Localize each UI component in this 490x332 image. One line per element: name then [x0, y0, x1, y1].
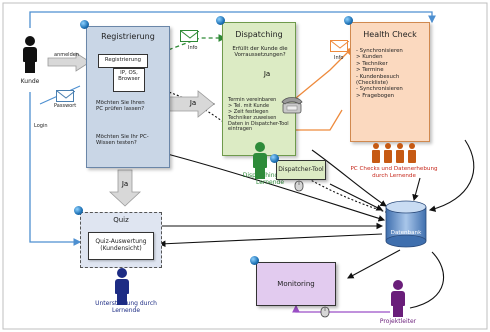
db-loop-connector: [409, 251, 445, 309]
dispatchtool-db-connector: [329, 183, 383, 211]
envelope-icon: [56, 90, 75, 102]
globe-icon: [250, 256, 259, 265]
telephone-icon: [281, 97, 303, 114]
mouse-icon: [294, 180, 304, 192]
lernende-orange-group: [372, 143, 416, 163]
dispatching-steps: Termin vereinbaren > Tel. mit Kunde > Ze…: [228, 97, 289, 133]
reg-db-connector: [151, 149, 386, 222]
dispatch-db-connector: [311, 149, 387, 207]
db-monitoring-connector: [347, 249, 401, 279]
outer-frame: [2, 2, 488, 330]
kunde-figure: [20, 36, 40, 76]
kunde-label: Kunde: [20, 78, 40, 85]
registrierung-fields-box: [113, 68, 145, 92]
purple-connector: [292, 304, 390, 313]
registrierung-fields: IP, OS, Browser: [118, 70, 140, 83]
quiz-inner-label: Quiz-Auswertung (Kundensicht): [95, 238, 147, 253]
globe-icon: [216, 16, 225, 25]
envelope-icon: [330, 40, 349, 52]
registrierung-question-1: Möchten Sie Ihren PC prüfen lassen?: [96, 100, 145, 113]
globe-icon: [80, 20, 89, 29]
anmelden-block-arrow: [47, 52, 91, 72]
quiz-inner-box: [88, 232, 154, 260]
health-check-node: [350, 22, 430, 142]
blue-top-connector: [29, 11, 436, 28]
health-db-curve: [428, 139, 475, 212]
health-db-connector: [412, 177, 421, 202]
orange-connector-2: [296, 109, 343, 131]
ja-label-down: Ja: [121, 180, 129, 188]
registrierung-inner-label: Registrierung: [104, 57, 142, 63]
passwort-label: Passwort: [54, 103, 77, 109]
projektleiter-label: Projektleiter: [379, 318, 417, 325]
registrierung-title: Registrierung: [101, 32, 155, 41]
blue-login-connector: [29, 92, 82, 246]
dispatcher-tool-node: [276, 160, 326, 180]
info-dispatch-label: Info: [188, 45, 198, 51]
anmelden-label: anmelden: [54, 52, 79, 58]
health-check-title: Health Check: [363, 30, 417, 39]
globe-icon: [74, 206, 83, 215]
lernende-blue-figure: [112, 268, 132, 306]
dispatching-node: [222, 22, 296, 156]
mouse-icon: [320, 306, 330, 318]
registrierung-node: [86, 26, 170, 168]
projektleiter-figure: [388, 280, 408, 318]
globe-icon: [270, 154, 279, 163]
quiz-caption: Unterstützung durch Lernende: [95, 300, 157, 315]
ja-label-right: Ja: [189, 99, 197, 107]
monitoring-node: [256, 262, 336, 306]
registrierung-inner-box: [98, 54, 148, 68]
dispatching-ja-label: Ja: [263, 70, 271, 78]
ja-block-arrow-right: [167, 90, 215, 118]
globe-icon: [344, 16, 353, 25]
envelope-icon: [180, 30, 199, 42]
dispatching-question: Erfüllt der Kunde die Vorraussetzungen?: [232, 46, 288, 59]
ja-block-arrow-down: [108, 169, 142, 207]
lernende-green-figure: [250, 142, 270, 180]
dispatching-title: Dispatching: [235, 30, 283, 39]
quiz-title: Quiz: [113, 216, 129, 224]
info-health-label: Info: [334, 55, 344, 61]
health-check-items: - Synchronisieren > Kunden > Techniker >…: [356, 48, 403, 99]
orange-connector: [295, 47, 353, 99]
monitoring-title: Monitoring: [277, 280, 315, 288]
health-check-caption: PC Checks und Datenerhebung durch Lernen…: [350, 166, 438, 179]
datenbank-title: Datenbank: [390, 230, 422, 236]
registrierung-question-2: Möchten Sie Ihr PC- Wissen testen?: [96, 134, 149, 147]
dispatcher-tool-title: Dispatcher-Tool: [278, 166, 324, 173]
db-quiz-connector: [158, 233, 383, 248]
login-label: Login: [34, 123, 48, 129]
datenbank-node: [385, 200, 427, 248]
